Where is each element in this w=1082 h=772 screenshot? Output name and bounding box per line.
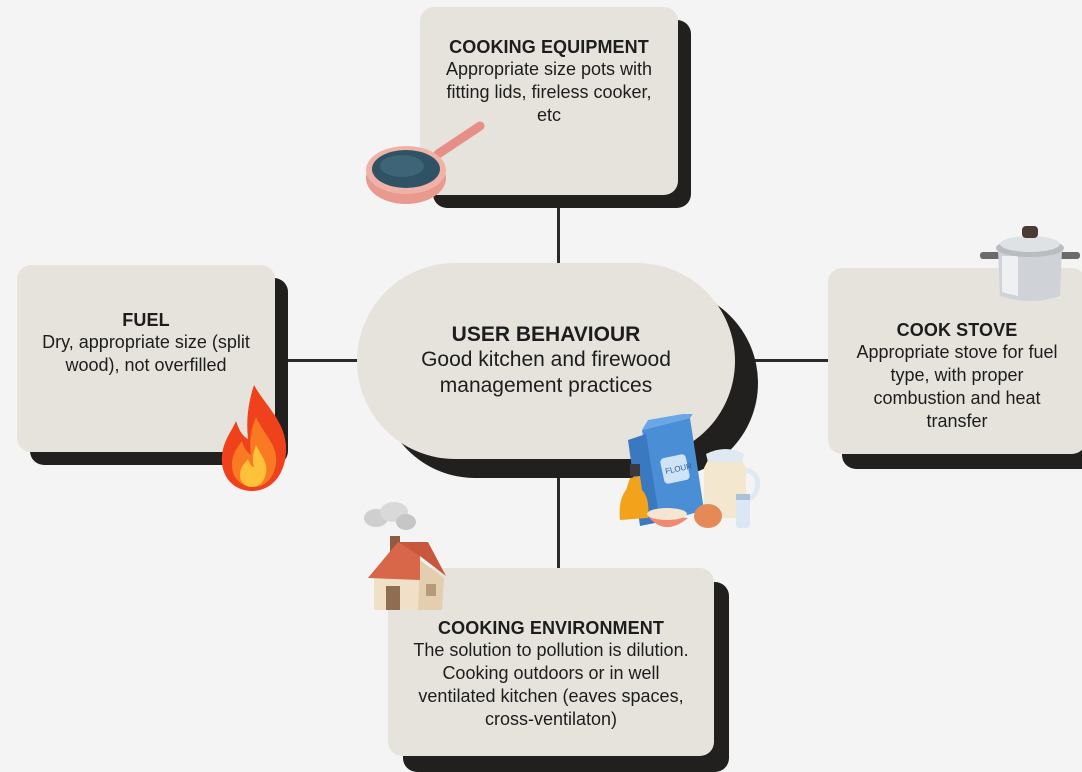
center-desc: Good kitchen and firewood management pra…	[421, 348, 671, 397]
center-title: USER BEHAVIOUR	[451, 323, 641, 346]
equipment-desc: Appropriate size pots with fitting lids,…	[445, 59, 653, 125]
fuel-card: FUEL Dry, appropriate size (split wood),…	[17, 265, 275, 452]
house-icon	[364, 502, 446, 610]
connector-bottom	[557, 470, 560, 570]
stove-desc: Appropriate stove for fuel type, with pr…	[856, 342, 1058, 431]
environment-title: COOKING ENVIRONMENT	[438, 618, 664, 638]
environment-desc: The solution to pollution is dilution. C…	[413, 640, 689, 729]
fuel-title: FUEL	[122, 310, 170, 330]
frying-pan-icon	[366, 121, 485, 204]
equipment-title: COOKING EQUIPMENT	[449, 37, 649, 57]
fire-icon	[221, 385, 287, 491]
cooking-pot-icon	[980, 226, 1080, 301]
stove-title: COOK STOVE	[896, 320, 1018, 340]
connector-right	[745, 359, 830, 362]
connector-left	[285, 359, 360, 362]
equipment-card: COOKING EQUIPMENT Appropriate size pots …	[420, 7, 678, 195]
ingredients-icon: FLOUR	[619, 414, 761, 528]
connector-top	[557, 200, 560, 268]
fuel-desc: Dry, appropriate size (split wood), not …	[42, 332, 250, 375]
